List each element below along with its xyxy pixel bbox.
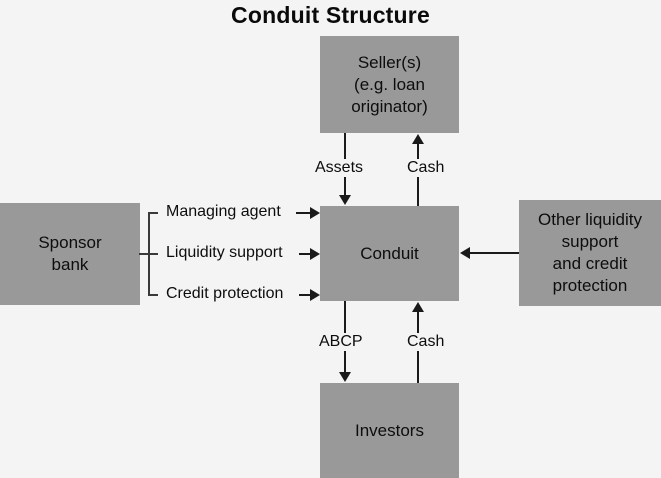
edge-other-liquidity-line bbox=[470, 252, 519, 254]
node-sellers-line1: Seller(s) bbox=[357, 52, 422, 72]
edge-other-liquidity-arrowhead bbox=[460, 247, 470, 259]
node-sponsor-bank-line2: bank bbox=[51, 255, 89, 274]
node-investors: Investors bbox=[320, 383, 459, 478]
node-sponsor-bank-line1: Sponsor bbox=[38, 233, 102, 252]
edge-label-cash-bottom: Cash bbox=[404, 333, 448, 351]
sponsor-bracket-tick-top bbox=[148, 212, 158, 214]
node-sellers-line3: originator) bbox=[351, 96, 428, 116]
edge-credit-protection-line bbox=[299, 294, 312, 296]
sponsor-bracket-tick-bottom bbox=[148, 294, 158, 296]
edge-label-cash-top: Cash bbox=[404, 159, 448, 177]
node-other-liquidity-line2: support bbox=[561, 232, 619, 251]
node-investors-label: Investors bbox=[355, 420, 424, 440]
edge-label-assets: Assets bbox=[312, 159, 367, 177]
node-conduit: Conduit bbox=[320, 206, 459, 301]
node-other-liquidity-line3: and credit bbox=[552, 254, 628, 273]
sponsor-bracket-tick-middle bbox=[148, 253, 158, 255]
edge-label-managing-agent: Managing agent bbox=[163, 203, 284, 221]
node-sellers-line2: (e.g. loan bbox=[354, 74, 425, 94]
edge-managing-agent-arrowhead bbox=[310, 207, 320, 219]
edge-liquidity-support-arrowhead bbox=[310, 248, 320, 260]
node-conduit-label: Conduit bbox=[360, 243, 419, 263]
edge-cash-top-arrowhead bbox=[412, 134, 424, 144]
edge-cash-bottom-arrowhead bbox=[412, 302, 424, 312]
sponsor-bracket-stem bbox=[139, 253, 149, 255]
node-sponsor-bank: Sponsor bank bbox=[0, 203, 140, 305]
edge-label-abcp: ABCP bbox=[316, 333, 366, 351]
node-other-liquidity-line1: Other liquidity bbox=[538, 210, 642, 229]
edge-label-liquidity-support: Liquidity support bbox=[163, 244, 286, 262]
page-title: Conduit Structure bbox=[231, 2, 430, 28]
edge-abcp-arrowhead bbox=[339, 372, 351, 382]
edge-credit-protection-arrowhead bbox=[310, 289, 320, 301]
node-sellers: Seller(s) (e.g. loan originator) bbox=[320, 36, 459, 133]
edge-managing-agent-line bbox=[296, 212, 312, 214]
node-other-liquidity-support: Other liquidity support and credit prote… bbox=[519, 200, 661, 306]
edge-assets-arrowhead bbox=[339, 195, 351, 205]
edge-liquidity-support-line bbox=[299, 253, 312, 255]
edge-label-credit-protection: Credit protection bbox=[163, 285, 287, 303]
node-other-liquidity-line4: protection bbox=[552, 276, 628, 295]
